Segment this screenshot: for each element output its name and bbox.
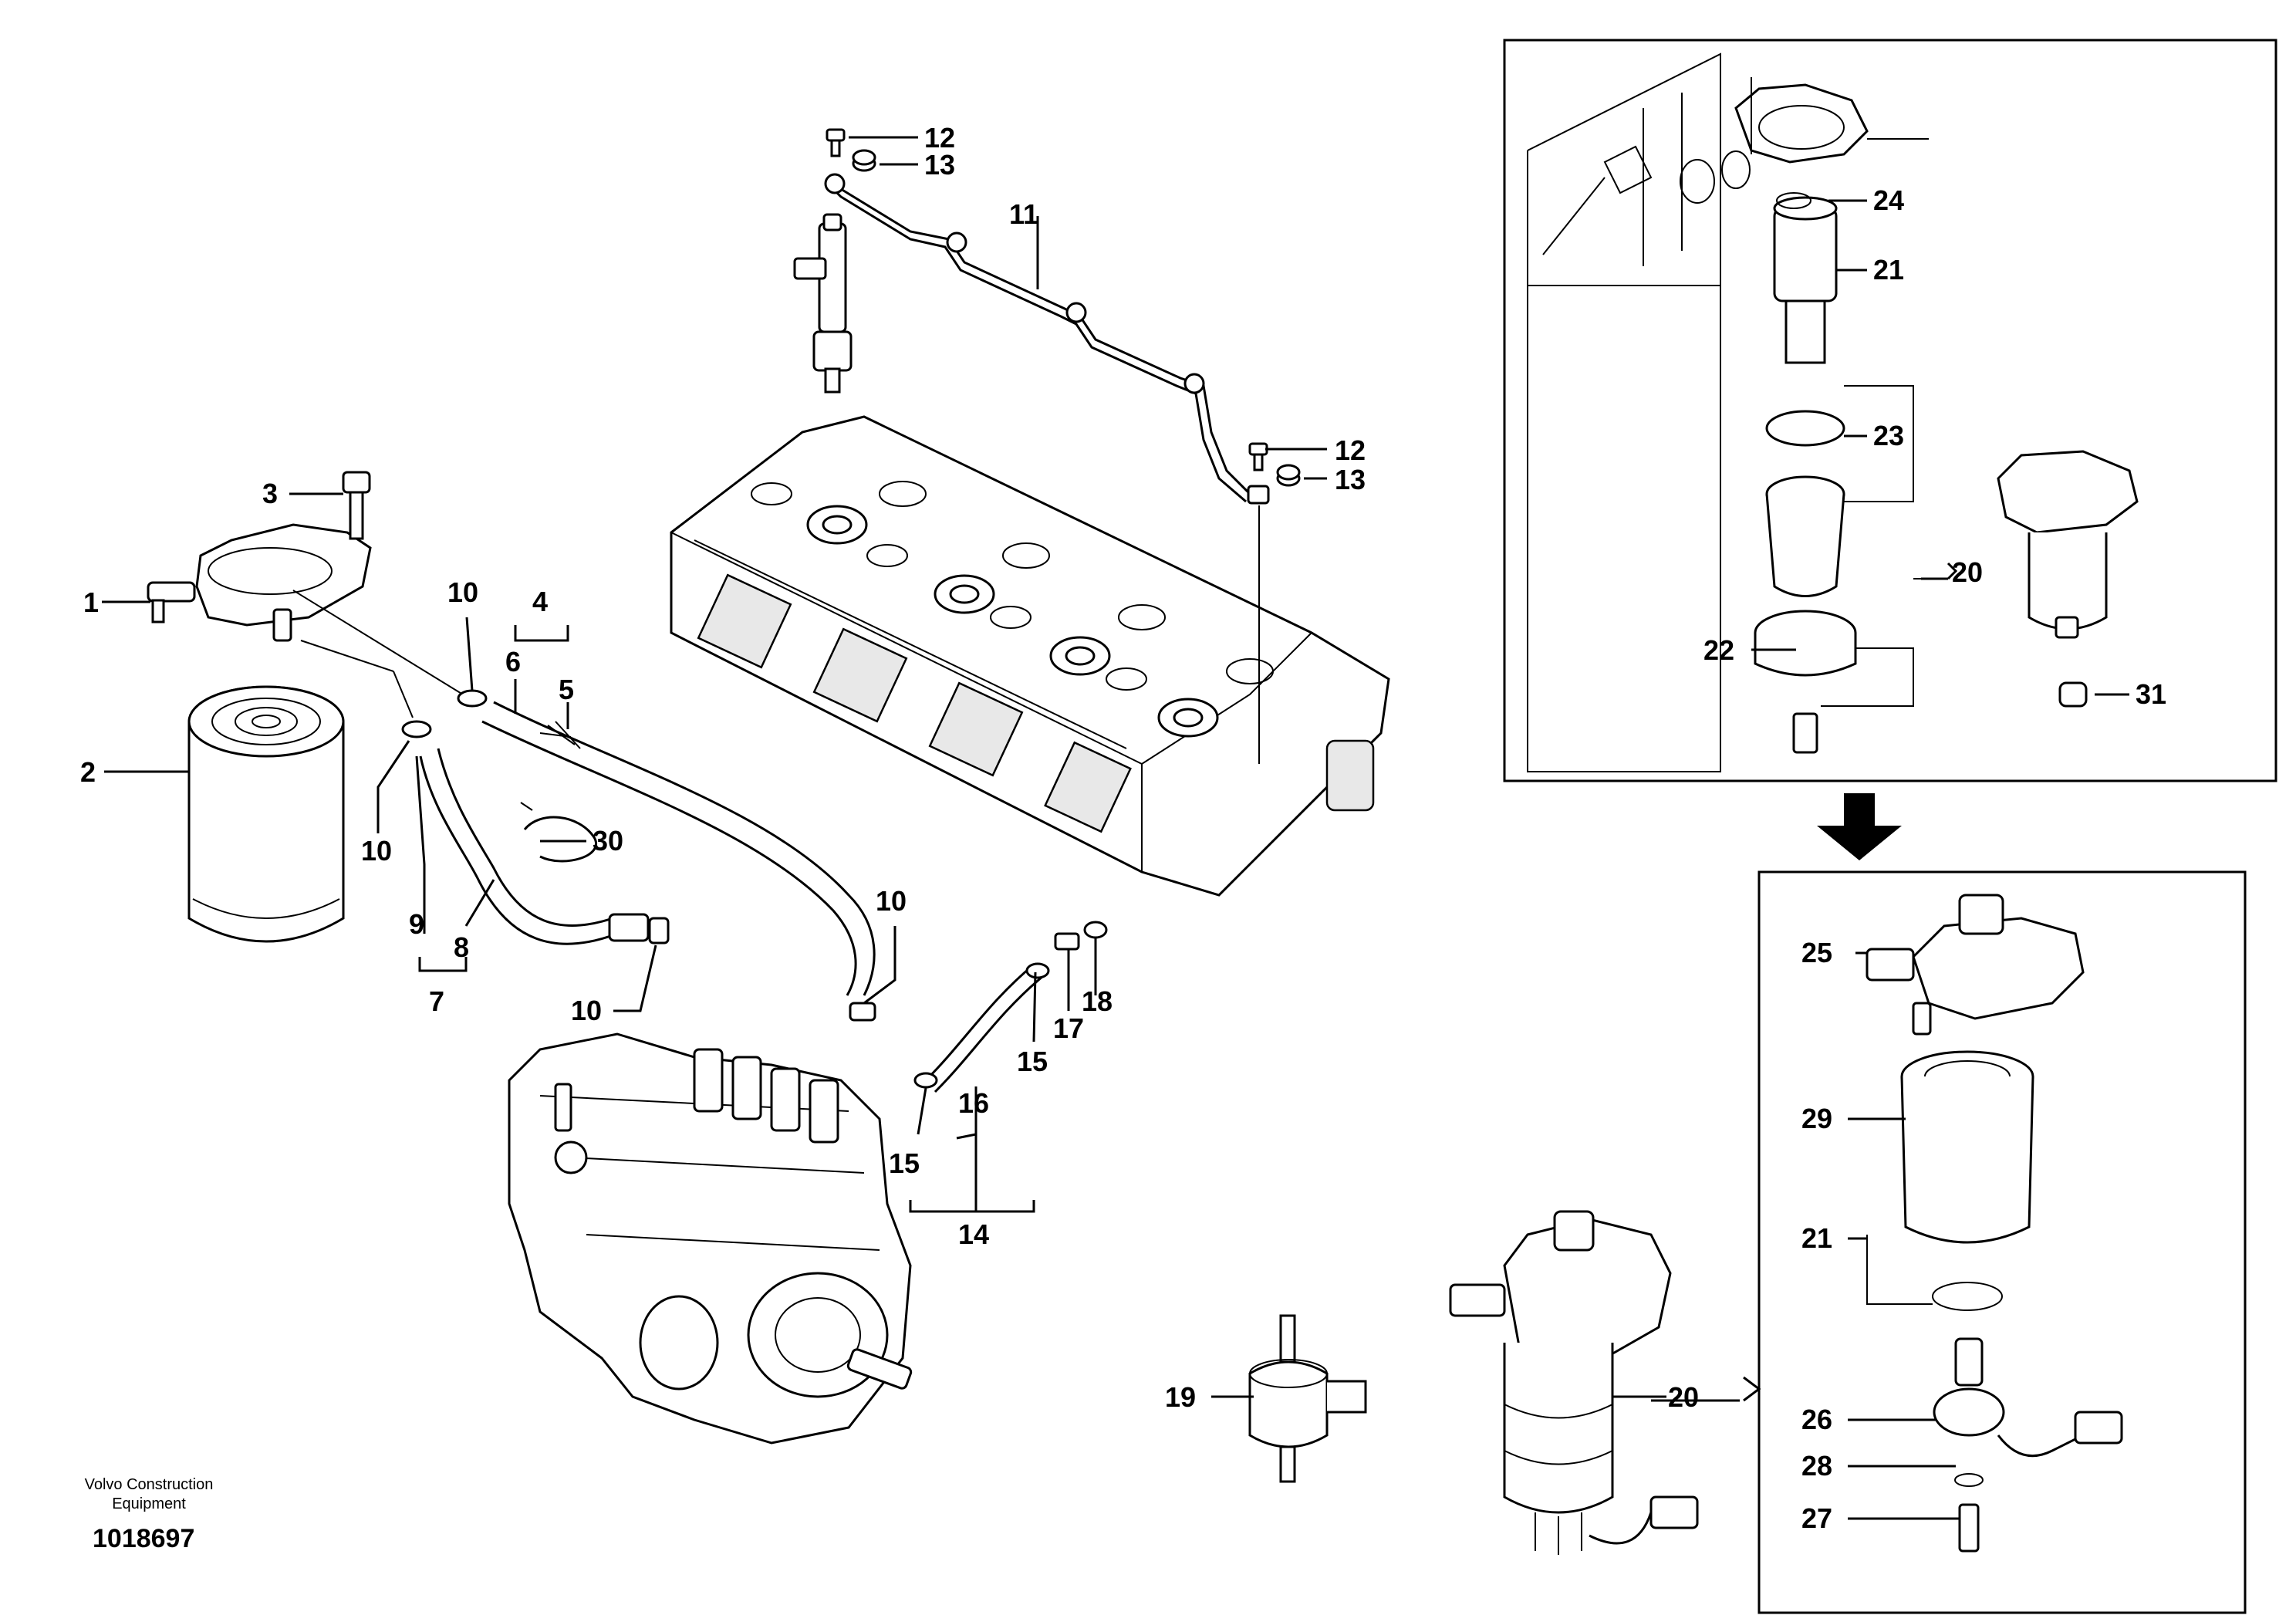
down-arrow-icon bbox=[1817, 793, 1902, 860]
callout-26: 26 bbox=[1801, 1404, 1832, 1435]
callout-23: 23 bbox=[1873, 420, 1904, 451]
washer-13-top bbox=[852, 149, 876, 172]
hose-clamp-10a bbox=[457, 689, 488, 708]
injection-pump bbox=[508, 1032, 913, 1445]
fuel-filter-assembly-20 bbox=[1449, 1210, 1699, 1555]
callout-10-c: 10 bbox=[571, 995, 602, 1026]
cylinder-head bbox=[670, 415, 1390, 897]
footer: Volvo Construction Equipment 1018697 bbox=[85, 1476, 214, 1553]
callout-10-b: 10 bbox=[361, 835, 392, 867]
bolt-3 bbox=[342, 471, 371, 540]
callout-30: 30 bbox=[593, 825, 623, 857]
callout-3: 3 bbox=[262, 478, 278, 509]
fuel-injector bbox=[793, 213, 853, 394]
callout-12-right: 12 bbox=[1335, 434, 1366, 466]
callout-15-a: 15 bbox=[1017, 1046, 1048, 1077]
callout-17: 17 bbox=[1053, 1012, 1084, 1044]
callout-25: 25 bbox=[1801, 937, 1832, 968]
callout-11: 11 bbox=[1009, 198, 1038, 230]
callout-21-inset: 21 bbox=[1873, 254, 1904, 286]
callout-7: 7 bbox=[429, 985, 444, 1017]
callout-28: 28 bbox=[1801, 1450, 1832, 1482]
callout-14: 14 bbox=[958, 1218, 989, 1250]
hose-8 bbox=[419, 748, 650, 945]
callout-27: 27 bbox=[1801, 1502, 1832, 1534]
callout-20-lower: 20 bbox=[1668, 1381, 1699, 1413]
callout-1: 1 bbox=[83, 586, 99, 618]
seal-washer-18 bbox=[1083, 921, 1108, 939]
callout-22: 22 bbox=[1703, 634, 1734, 666]
drawing-number: 1018697 bbox=[93, 1524, 194, 1553]
connector-31 bbox=[2058, 681, 2088, 708]
filter-head bbox=[147, 523, 372, 642]
hose-16 bbox=[924, 963, 1044, 1093]
callout-19: 19 bbox=[1165, 1381, 1196, 1413]
feed-pump-19 bbox=[1248, 1314, 1367, 1483]
leak-off-pipe bbox=[824, 173, 1270, 764]
hose-clamp-10d bbox=[849, 1002, 876, 1022]
callout-10-a: 10 bbox=[447, 576, 478, 608]
company-name-line2: Equipment bbox=[112, 1495, 186, 1512]
callout-4: 4 bbox=[532, 586, 548, 617]
callout-13-top: 13 bbox=[924, 149, 955, 181]
callout-labels: 1 2 3 4 5 6 7 8 9 10 10 10 10 11 12 13 1… bbox=[80, 122, 2166, 1534]
leader-lines bbox=[102, 136, 2129, 1520]
callout-8: 8 bbox=[454, 931, 469, 963]
clamp-15b bbox=[913, 1072, 938, 1089]
hose-clamp-10b bbox=[401, 720, 432, 738]
hose-clamp-10c bbox=[648, 917, 670, 944]
line-filter-to-hose bbox=[292, 590, 464, 718]
callout-21-lower: 21 bbox=[1801, 1222, 1832, 1254]
callout-10-d: 10 bbox=[876, 885, 907, 917]
hose-5 bbox=[481, 701, 876, 996]
company-name-line1: Volvo Construction bbox=[85, 1476, 214, 1493]
callout-31: 31 bbox=[2136, 678, 2166, 710]
callout-5: 5 bbox=[559, 674, 574, 705]
callout-16: 16 bbox=[958, 1087, 989, 1119]
callout-2: 2 bbox=[80, 756, 96, 788]
fuel-filter-cartridge bbox=[187, 685, 345, 943]
callout-12-top: 12 bbox=[924, 122, 955, 154]
callout-20-inset: 20 bbox=[1952, 556, 1983, 588]
callout-29: 29 bbox=[1801, 1103, 1832, 1134]
callout-18: 18 bbox=[1082, 985, 1113, 1017]
inset-box-new-filter bbox=[1757, 870, 2247, 1614]
bolt-12-right bbox=[1248, 442, 1268, 471]
clamp-15a bbox=[1025, 962, 1050, 979]
callout-6: 6 bbox=[505, 646, 521, 678]
hose-clamp-30 bbox=[520, 802, 597, 863]
banjo-bolt-17 bbox=[1054, 932, 1080, 951]
filter-assembly-20-top bbox=[1997, 450, 2139, 639]
callout-9: 9 bbox=[409, 908, 424, 940]
inset-box-old-filter bbox=[1503, 39, 2277, 782]
callout-24: 24 bbox=[1873, 184, 1904, 216]
washer-13-right bbox=[1276, 464, 1301, 487]
callout-13-right: 13 bbox=[1335, 464, 1366, 495]
bolt-12-top bbox=[826, 128, 846, 157]
callout-15-b: 15 bbox=[889, 1147, 920, 1179]
